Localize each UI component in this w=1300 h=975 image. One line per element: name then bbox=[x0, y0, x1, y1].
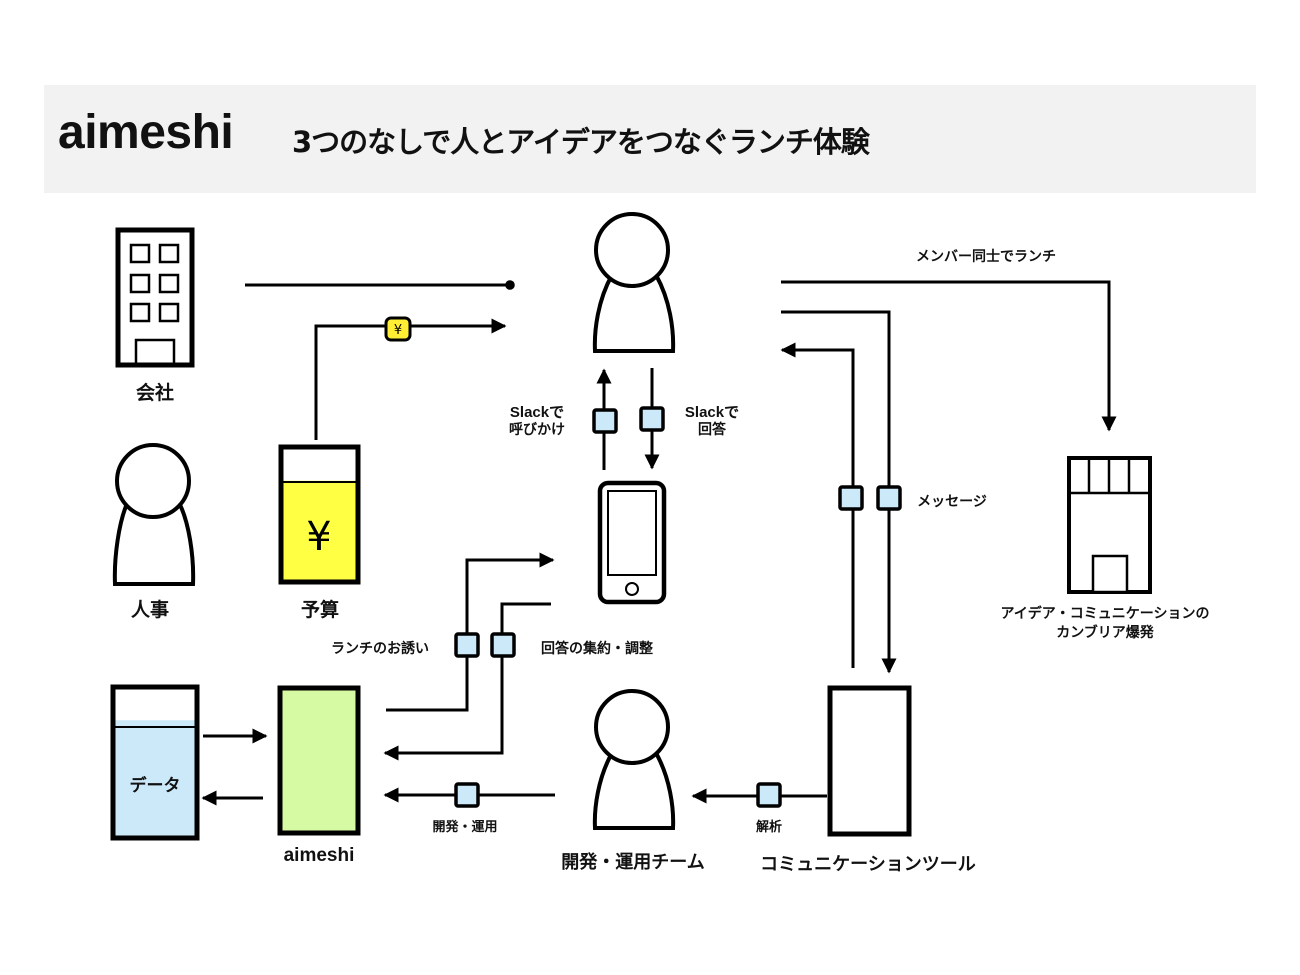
member-lunch-label: メンバー同士でランチ bbox=[916, 249, 1056, 265]
budget-label: 予算 bbox=[300, 599, 339, 621]
app-title: aimeshi bbox=[58, 106, 234, 159]
data-label: データ bbox=[129, 776, 181, 796]
cambrian-building-icon bbox=[1067, 456, 1152, 594]
cambrian-label-line2: カンブリア爆発 bbox=[1056, 625, 1154, 641]
communication-tool-box bbox=[827, 685, 912, 837]
message-label: メッセージ bbox=[917, 494, 987, 510]
aimeshi-label: aimeshi bbox=[283, 845, 355, 866]
analysis-label: 解析 bbox=[755, 820, 782, 835]
message-to-tool-arrow bbox=[781, 310, 897, 674]
company-building-icon bbox=[115, 227, 195, 368]
message-down-box bbox=[876, 485, 902, 511]
cambrian-label-line1: アイデア・コミュニケーションの bbox=[1000, 606, 1210, 622]
slack-answer-message-box bbox=[639, 406, 665, 432]
yen-badge: ¥ bbox=[384, 316, 412, 342]
dev-ops-message-box bbox=[454, 782, 480, 808]
comm-tool-label: コミュニケーションツール bbox=[760, 854, 976, 875]
budget-container-icon: ¥ bbox=[278, 444, 361, 585]
aimeshi-app-box bbox=[277, 685, 361, 836]
app-subtitle: 3つのなしで人とアイデアをつなぐランチ体験 bbox=[292, 125, 870, 159]
message-to-member-arrow bbox=[780, 342, 855, 668]
lunch-invite-message-box bbox=[454, 632, 480, 658]
budget-to-member-arrow bbox=[314, 318, 507, 440]
header-banner: aimeshi 3つのなしで人とアイデアをつなぐランチ体験 bbox=[44, 85, 1256, 193]
hr-person-icon bbox=[112, 443, 196, 586]
dev-team-person-icon bbox=[592, 689, 676, 830]
slack-call-label-line1: Slackで bbox=[509, 404, 565, 421]
answer-aggregate-arrow bbox=[383, 602, 551, 761]
smartphone-icon bbox=[597, 480, 667, 605]
member-person-icon bbox=[592, 212, 676, 353]
slack-call-message-box bbox=[592, 408, 618, 434]
analysis-message-box bbox=[756, 782, 782, 808]
data-container-icon bbox=[110, 684, 200, 841]
yen-symbol: ¥ bbox=[306, 514, 331, 560]
company-label: 会社 bbox=[135, 382, 174, 404]
answer-aggregate-label: 回答の集約・調整 bbox=[541, 641, 653, 657]
message-up-box bbox=[838, 485, 864, 511]
dev-team-label: 開発・運用チーム bbox=[561, 852, 705, 873]
dev-ops-label: 開発・運用 bbox=[432, 820, 498, 835]
answer-aggregate-message-box bbox=[490, 632, 516, 658]
budget-fill-level bbox=[281, 480, 358, 582]
lunch-invite-label: ランチのお誘い bbox=[331, 641, 429, 657]
slack-answer-label-line2: 回答 bbox=[698, 422, 726, 438]
slack-call-label-line2: 呼びかけ bbox=[509, 422, 565, 438]
data-fill-level bbox=[113, 720, 197, 838]
member-lunch-arrow bbox=[781, 280, 1117, 432]
svg-text:¥: ¥ bbox=[394, 323, 402, 338]
slack-answer-label-line1: Slackで bbox=[684, 404, 740, 421]
hr-label: 人事 bbox=[130, 599, 169, 621]
